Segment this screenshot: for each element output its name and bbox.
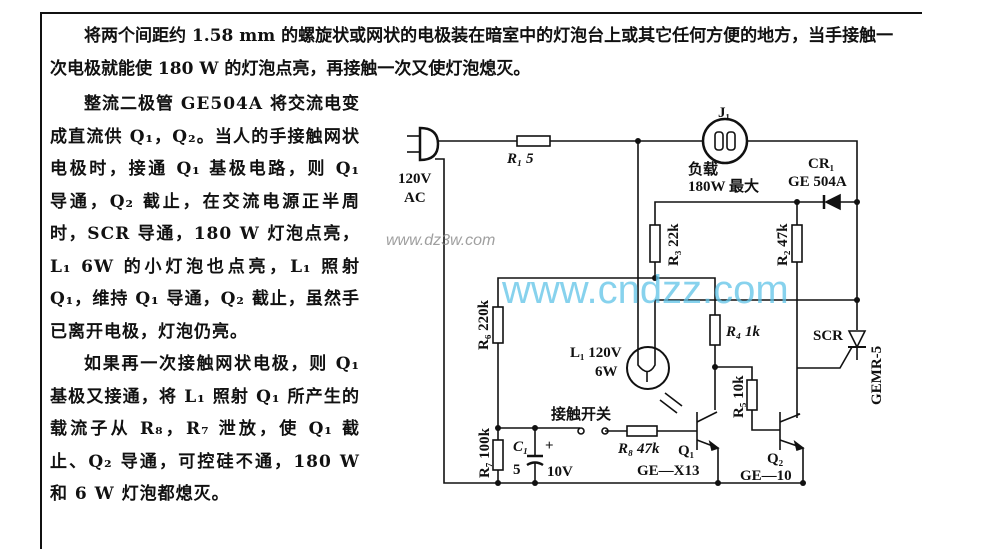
resistor-r8 <box>626 425 658 437</box>
watermark-dz3w: www.dz3w.com <box>386 232 495 249</box>
scr-part-label: GEMR-5 <box>869 346 885 405</box>
q1-part-label: GE—X13 <box>637 463 700 479</box>
c1-voltage-label: 10V <box>547 464 573 480</box>
resistor-r7 <box>492 439 504 471</box>
r5-label: R₅ 10k <box>731 375 747 418</box>
r4-label: R₄ 1k <box>725 324 760 340</box>
j1-label: J₁ <box>718 105 730 121</box>
resistor-r5 <box>746 379 758 411</box>
intro-text: 将两个间距约 1.58 mm 的螺旋状或网状的电极装在暗室中的灯泡台上或其它任何… <box>50 26 894 79</box>
l1-label: L₁ 120V <box>570 345 622 361</box>
load-rating-label: 180W 最大 <box>688 177 759 195</box>
c1-label: C₁ <box>513 439 528 455</box>
q1-label: Q₁ <box>678 443 694 459</box>
ac-plug-icon <box>407 126 440 162</box>
plug-voltage-label: 120V <box>398 171 432 187</box>
q2-label: Q₂ <box>767 451 784 467</box>
junction-dots <box>495 138 860 486</box>
cr1-label: CR₁ <box>808 156 834 172</box>
c1-polarity-label: + <box>545 438 554 454</box>
c1-value-label: 5 <box>513 462 521 478</box>
capacitor-c1-icon <box>526 454 544 467</box>
r1-label: R₁ 5 <box>506 151 534 167</box>
touch-switch-contacts[interactable] <box>577 427 609 435</box>
resistor-r1 <box>516 135 551 147</box>
r7-label: R₇ 100k <box>477 427 493 478</box>
q1-emitter-arrow <box>708 440 720 452</box>
r2-label: R₂ 47k <box>775 223 791 266</box>
load-lamp-j1-icon <box>701 117 749 165</box>
intro-paragraph: 将两个间距约 1.58 mm 的螺旋状或网状的电极装在暗室中的灯泡台上或其它任何… <box>50 20 910 86</box>
plug-ac-label: AC <box>404 190 426 206</box>
explanation-paragraph-2: 如果再一次接触网状电极，则 Q₁ 基极又接通，将 L₁ 照射 Q₁ 所产生的载流… <box>50 354 360 504</box>
r3-label: R₃ 22k <box>666 223 682 266</box>
explanation-column: 整流二极管 GE504A 将交流电变成直流供 Q₁，Q₂。当人的手接触网状电极时… <box>50 88 360 511</box>
scr-thyristor-icon <box>847 330 867 349</box>
touch-switch-label: 接触开关 <box>551 405 611 423</box>
watermark-cndzz: www.cndzz.com <box>501 268 789 312</box>
resistor-r2 <box>791 224 803 263</box>
q2-part-label: GE—10 <box>740 468 792 484</box>
r8-label: R₈ 47k <box>617 441 660 457</box>
l1-rating-label: 6W <box>595 364 618 380</box>
q2-emitter-arrow <box>793 440 805 452</box>
resistor-r4 <box>709 314 721 346</box>
scr-label: SCR <box>813 328 843 344</box>
load-label: 负载 <box>688 160 718 178</box>
diode-cr1-icon <box>822 193 841 211</box>
resistor-r6 <box>492 306 504 344</box>
r6-label: R₆ 220k <box>476 299 492 350</box>
page-border <box>40 12 922 549</box>
circuit-wires <box>435 140 858 484</box>
cr1-part-label: GE 504A <box>788 174 847 190</box>
resistor-r3 <box>649 224 661 263</box>
explanation-paragraph-1: 整流二极管 GE504A 将交流电变成直流供 Q₁，Q₂。当人的手接触网状电极时… <box>50 94 360 342</box>
lamp-l1-icon <box>626 346 683 414</box>
